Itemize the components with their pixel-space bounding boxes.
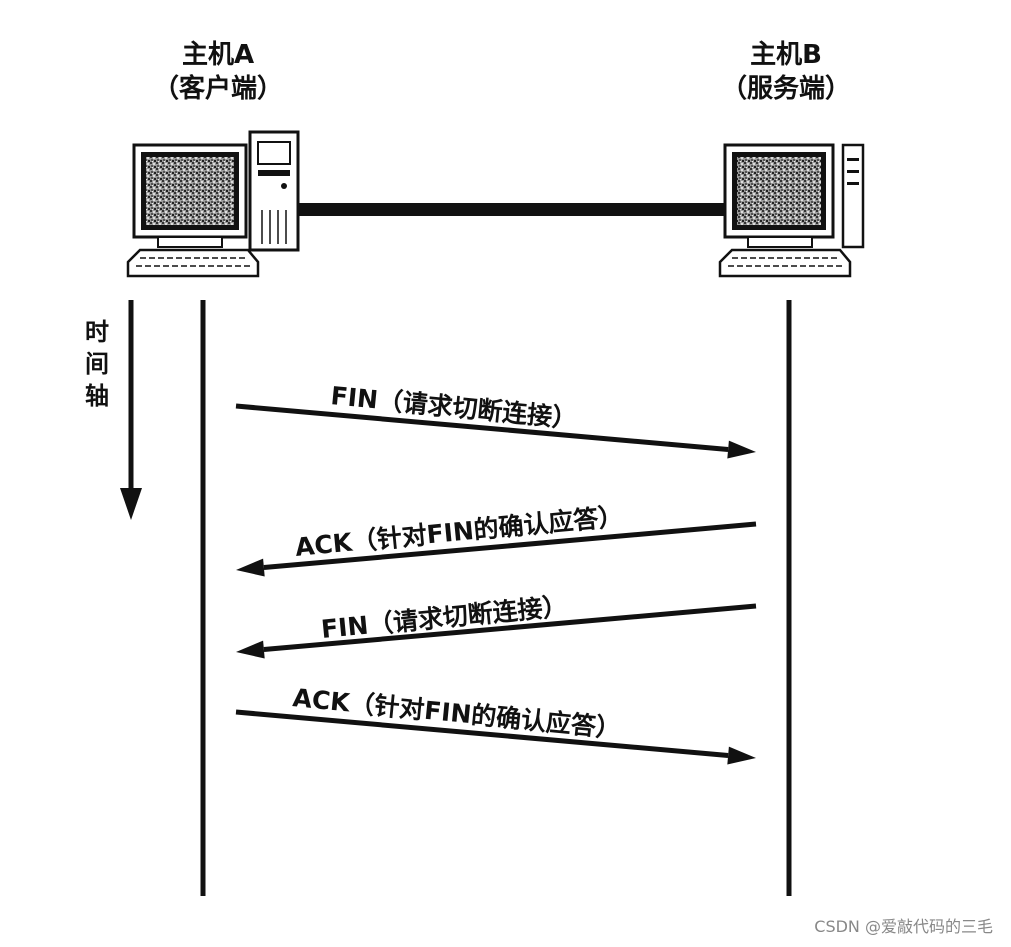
server-computer-icon bbox=[718, 143, 865, 278]
message-label: ACK（针对FIN的确认应答） bbox=[294, 502, 625, 562]
message-arrow-line bbox=[263, 603, 757, 653]
host-b-name: 主机B bbox=[750, 40, 822, 70]
network-cable bbox=[298, 203, 726, 216]
message-label: FIN（请求切断连接） bbox=[320, 591, 569, 644]
message-arrow-line bbox=[235, 403, 729, 453]
host-b-title: 主机B （服务端） bbox=[676, 38, 896, 106]
time-axis-arrow bbox=[120, 300, 142, 520]
message-arrow-head bbox=[727, 746, 756, 765]
desktop-computer-icon bbox=[126, 130, 300, 278]
message-arrow-head bbox=[236, 558, 265, 577]
host-b-role: （服务端） bbox=[720, 74, 851, 104]
host-a-name: 主机A bbox=[181, 40, 255, 70]
watermark: CSDN @爱敲代码的三毛 bbox=[814, 917, 993, 936]
message-arrow-head bbox=[727, 440, 756, 459]
message-arrow-line bbox=[235, 709, 729, 759]
message-label: ACK（针对FIN的确认应答） bbox=[291, 683, 622, 743]
time-axis-label: 时间轴 bbox=[85, 318, 109, 410]
message-arrow-head bbox=[236, 640, 265, 659]
message-arrow-line bbox=[263, 521, 757, 571]
host-a-role: （客户端） bbox=[152, 74, 283, 104]
message-arrows: FIN（请求切断连接）ACK（针对FIN的确认应答）FIN（请求切断连接）ACK… bbox=[235, 381, 757, 765]
host-a-title: 主机A （客户端） bbox=[108, 38, 328, 106]
